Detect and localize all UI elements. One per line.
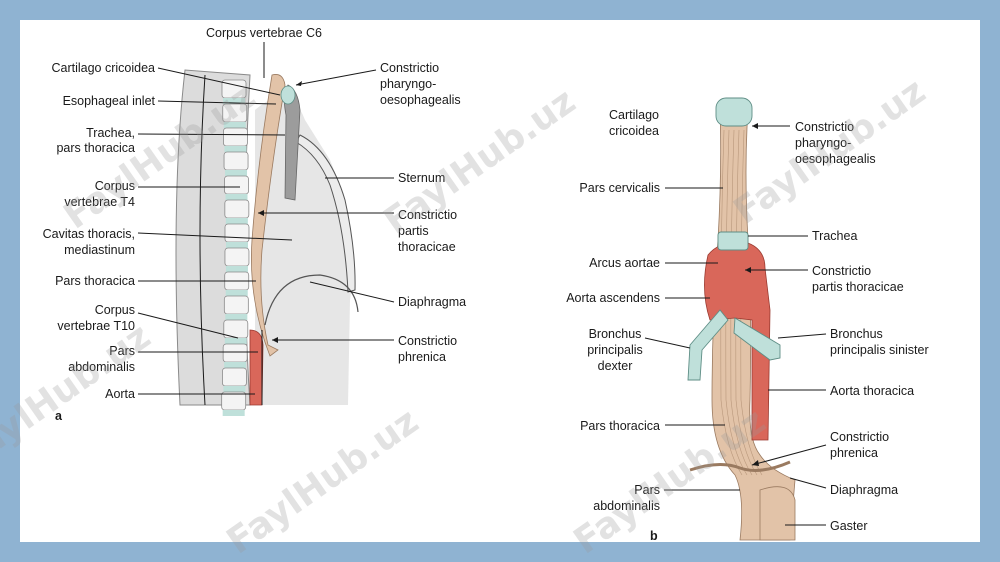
label-diaphragma: Diaphragma	[398, 295, 466, 309]
label-b-trachea: Trachea	[812, 229, 857, 243]
cricoid-cartilage-a	[280, 85, 296, 105]
label-constrictio-phr-1: Constrictio	[398, 334, 457, 348]
intervertebral-disc	[225, 170, 248, 176]
intervertebral-disc	[225, 194, 248, 200]
label-constrictio-phr-2: phrenica	[398, 350, 446, 364]
bronchus-dexter	[687, 309, 729, 381]
label-b-constrictio-ph-3: oesophagealis	[795, 152, 876, 166]
label-t10-1: Corpus	[95, 303, 135, 317]
label-b-pars-abd-1: Pars	[634, 483, 660, 497]
diaphragm-a	[264, 274, 359, 326]
figure-b-labels: Cartilago cricoidea Pars cervicalis Arcu…	[566, 108, 928, 543]
label-constrictio-th-2: partis	[398, 224, 429, 238]
label-constrictio-th-3: thoracicae	[398, 240, 456, 254]
label-pars-thoracica: Pars thoracica	[55, 274, 135, 288]
intervertebral-disc	[225, 290, 248, 296]
label-t4-2: vertebrae T4	[64, 195, 135, 209]
cricoid-cartilage-b	[715, 97, 753, 127]
label-b-cartilago-2: cricoidea	[609, 124, 659, 138]
label-inlet: Esophageal inlet	[63, 94, 156, 108]
label-b-bronch-sin-1: Bronchus	[830, 327, 883, 341]
label-cavitas-2: mediastinum	[64, 243, 135, 257]
label-constrictio-ph-3: oesophagealis	[380, 93, 461, 107]
label-constrictio-ph-2: pharyngo-	[380, 77, 436, 91]
label-sternum: Sternum	[398, 171, 445, 185]
vertebra	[223, 151, 249, 171]
label-t10-2: vertebrae T10	[57, 319, 135, 333]
muscle-line	[735, 129, 758, 476]
label-b-aorta-asc: Aorta ascendens	[566, 291, 660, 305]
label-pars-abd-2: abdominalis	[68, 360, 135, 374]
label-cavitas-1: Cavitas thoracis,	[43, 227, 135, 241]
intervertebral-disc	[224, 362, 247, 368]
label-cartilago: Cartilago cricoidea	[51, 61, 155, 75]
vertebra	[222, 367, 247, 387]
figure-b	[687, 97, 796, 541]
stomach	[759, 486, 796, 541]
label-b-constrictio-phr-1: Constrictio	[830, 430, 889, 444]
intervertebral-disc	[225, 314, 248, 320]
panel-letter-b: b	[650, 529, 658, 543]
label-t4-1: Corpus	[95, 179, 135, 193]
muscle-line	[740, 129, 763, 476]
intervertebral-disc	[223, 386, 246, 392]
intervertebral-disc	[224, 338, 247, 344]
watermark-4: FaylHub.uz	[220, 401, 426, 562]
diaphragm-b	[689, 460, 791, 472]
vertebra	[224, 175, 249, 195]
vertebra	[221, 391, 247, 411]
trachea-b	[717, 231, 749, 251]
figure-a-labels: Corpus vertebrae C6 Cartilago cricoidea …	[43, 26, 467, 423]
label-b-pars-thoracica: Pars thoracica	[580, 419, 660, 433]
muscle-line	[730, 129, 753, 476]
vertebra	[222, 343, 248, 363]
label-b-bronch-dex-1: Bronchus	[589, 327, 642, 341]
vertebra	[224, 223, 250, 243]
intervertebral-disc	[225, 218, 248, 224]
label-b-aorta-thoracica: Aorta thoracica	[830, 384, 914, 398]
intervertebral-disc	[223, 122, 246, 128]
watermark-3: FaylHub.uz	[727, 71, 933, 233]
label-pars-abd-1: Pars	[109, 344, 135, 358]
bronchus-sinister	[733, 317, 781, 361]
intervertebral-disc	[225, 242, 248, 248]
label-constrictio-th-1: Constrictio	[398, 208, 457, 222]
label-b-diaphragma: Diaphragma	[830, 483, 898, 497]
vertebra	[224, 199, 250, 219]
label-b-gaster: Gaster	[830, 519, 868, 533]
intervertebral-disc	[224, 146, 247, 152]
vertebra	[223, 295, 249, 315]
label-b-pars-abd-2: abdominalis	[593, 499, 660, 513]
label-corpus-c6: Corpus vertebrae C6	[206, 26, 322, 40]
label-aorta: Aorta	[105, 387, 135, 401]
label-b-constrictio-ph-2: pharyngo-	[795, 136, 851, 150]
label-b-constrictio-phr-2: phrenica	[830, 446, 878, 460]
label-b-constrictio-th-2: partis thoracicae	[812, 280, 904, 294]
label-b-pars-cervicalis: Pars cervicalis	[579, 181, 660, 195]
label-trachea-2: pars thoracica	[56, 141, 135, 155]
vertebra	[224, 247, 250, 267]
label-b-constrictio-th-1: Constrictio	[812, 264, 871, 278]
label-constrictio-ph-1: Constrictio	[380, 61, 439, 75]
spinal-canal	[199, 74, 206, 406]
intervertebral-disc	[223, 98, 245, 104]
muscle-line	[725, 129, 748, 476]
label-b-bronch-dex-2: principalis	[587, 343, 643, 357]
label-b-cartilago-1: Cartilago	[609, 108, 659, 122]
panel-letter-a: a	[55, 409, 63, 423]
label-trachea-1: Trachea,	[86, 126, 135, 140]
label-b-bronch-dex-3: dexter	[598, 359, 633, 373]
intervertebral-disc	[222, 410, 245, 416]
intervertebral-disc	[225, 266, 248, 272]
label-b-bronch-sin-2: principalis sinister	[830, 343, 929, 357]
label-b-constrictio-ph-1: Constrictio	[795, 120, 854, 134]
label-b-arcus: Arcus aortae	[589, 256, 660, 270]
